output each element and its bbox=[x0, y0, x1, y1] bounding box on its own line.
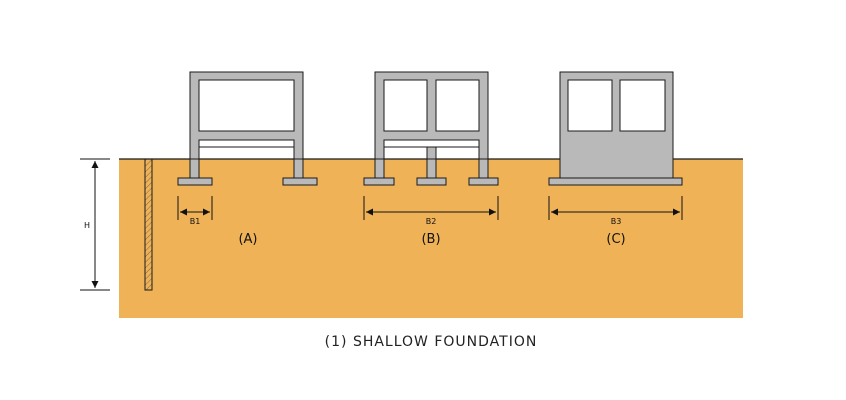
mat-foundation bbox=[548, 177, 683, 186]
footing-a-left bbox=[177, 177, 213, 186]
diagram-caption: (1) SHALLOW FOUNDATION bbox=[325, 334, 538, 350]
frame-a bbox=[189, 71, 304, 160]
footing-a-right bbox=[282, 177, 318, 186]
stem-b-middle bbox=[426, 158, 437, 179]
case-label-b: (B) bbox=[421, 232, 440, 247]
case-label-a: (A) bbox=[238, 232, 257, 247]
depth-label: H bbox=[84, 221, 90, 230]
dimension-b1 bbox=[177, 196, 213, 220]
frame-b bbox=[374, 71, 489, 160]
depth-dimension bbox=[80, 158, 110, 291]
footing-b-right bbox=[468, 177, 499, 186]
stem-a-right bbox=[293, 158, 304, 179]
width-label-b2: B2 bbox=[426, 217, 437, 226]
stem-b-right bbox=[478, 158, 489, 179]
stem-b-left bbox=[374, 158, 385, 179]
case-label-c: (C) bbox=[606, 232, 625, 247]
width-label-b3: B3 bbox=[611, 217, 622, 226]
dimension-b3 bbox=[548, 196, 683, 220]
footing-b-middle bbox=[416, 177, 447, 186]
frame-c bbox=[559, 71, 674, 179]
dimension-b2 bbox=[363, 196, 499, 220]
width-label-b1: B1 bbox=[190, 217, 201, 226]
footing-b-left bbox=[363, 177, 395, 186]
sheet-pile bbox=[144, 158, 153, 291]
stem-a-left bbox=[189, 158, 200, 179]
